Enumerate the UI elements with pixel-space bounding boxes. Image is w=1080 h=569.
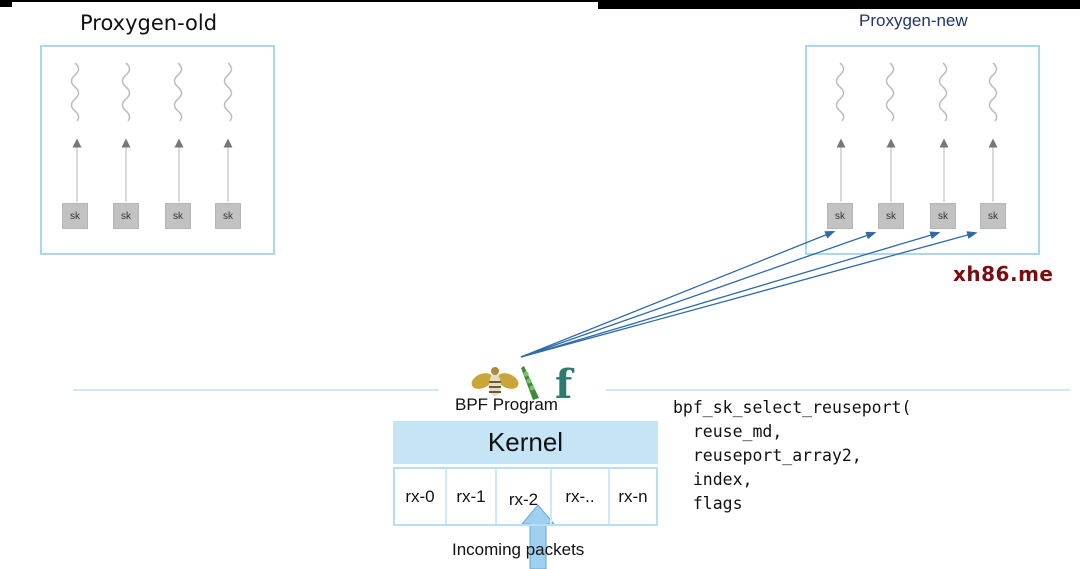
new-socket-0: sk — [827, 203, 853, 229]
code-line: reuseport_array2, — [673, 446, 862, 465]
thread-squiggle-icon — [173, 62, 183, 122]
new-socket-1: sk — [878, 203, 904, 229]
kernel-box: Kernel — [393, 421, 658, 464]
old-socket-3: sk — [215, 203, 241, 229]
rx-queue-2: rx-2 — [497, 469, 552, 524]
top-bar-right — [598, 0, 1080, 9]
new-socket-3: sk — [980, 203, 1006, 229]
watermark: xh86.me — [953, 262, 1054, 286]
top-bar-mid — [12, 0, 598, 2]
new-socket-2: sk — [930, 203, 956, 229]
rx-queue-etc: rx-.. — [552, 469, 610, 524]
thread-squiggle-icon — [835, 62, 845, 122]
thread-squiggle-icon — [938, 62, 948, 122]
proxygen-new-panel — [805, 45, 1040, 255]
bee-icon — [471, 367, 519, 396]
thread-squiggle-icon — [121, 62, 131, 122]
proxygen-new-title: Proxygen-new — [859, 11, 968, 30]
rx-queue-1: rx-1 — [447, 469, 497, 524]
old-socket-2: sk — [165, 203, 191, 229]
top-bar-left — [0, 0, 12, 7]
old-socket-1: sk — [113, 203, 139, 229]
thread-squiggle-icon — [70, 62, 80, 122]
code-snippet: bpf_sk_select_reuseport( reuse_md, reuse… — [673, 396, 911, 516]
code-line: index, — [673, 470, 753, 489]
thread-squiggle-icon — [223, 62, 233, 122]
code-line: flags — [673, 494, 743, 513]
bpf-arrow-to-sk3 — [520, 231, 978, 358]
new-thread-group — [835, 62, 998, 122]
old-socket-0: sk — [62, 203, 88, 229]
kernel-boundary-right — [606, 389, 1070, 391]
bpf-arrow-to-sk1 — [520, 231, 877, 358]
incoming-packets-label: Incoming packets — [452, 540, 585, 559]
rx-queue-n: rx-n — [618, 487, 648, 506]
thread-squiggle-icon — [885, 62, 895, 122]
old-thread-group — [70, 62, 233, 122]
pea-pod-icon — [521, 366, 539, 400]
bpf-program-label: BPF Program — [455, 395, 558, 414]
bpf-arrow-to-sk2 — [520, 231, 941, 358]
f-letter-icon: f — [555, 361, 575, 408]
kernel-boundary-left — [73, 389, 439, 391]
proxygen-old-title: Proxygen-old — [80, 11, 218, 35]
proxygen-old-panel — [40, 45, 275, 255]
thread-squiggle-icon — [988, 62, 998, 122]
code-line: reuse_md, — [673, 422, 783, 441]
bpf-arrow-to-sk0 — [520, 231, 836, 358]
rx-queue-row: rx-0 rx-1 rx-2 rx-.. rx-n — [393, 467, 658, 526]
code-line: bpf_sk_select_reuseport( — [673, 398, 912, 417]
rx-queue-0: rx-0 — [395, 469, 447, 524]
